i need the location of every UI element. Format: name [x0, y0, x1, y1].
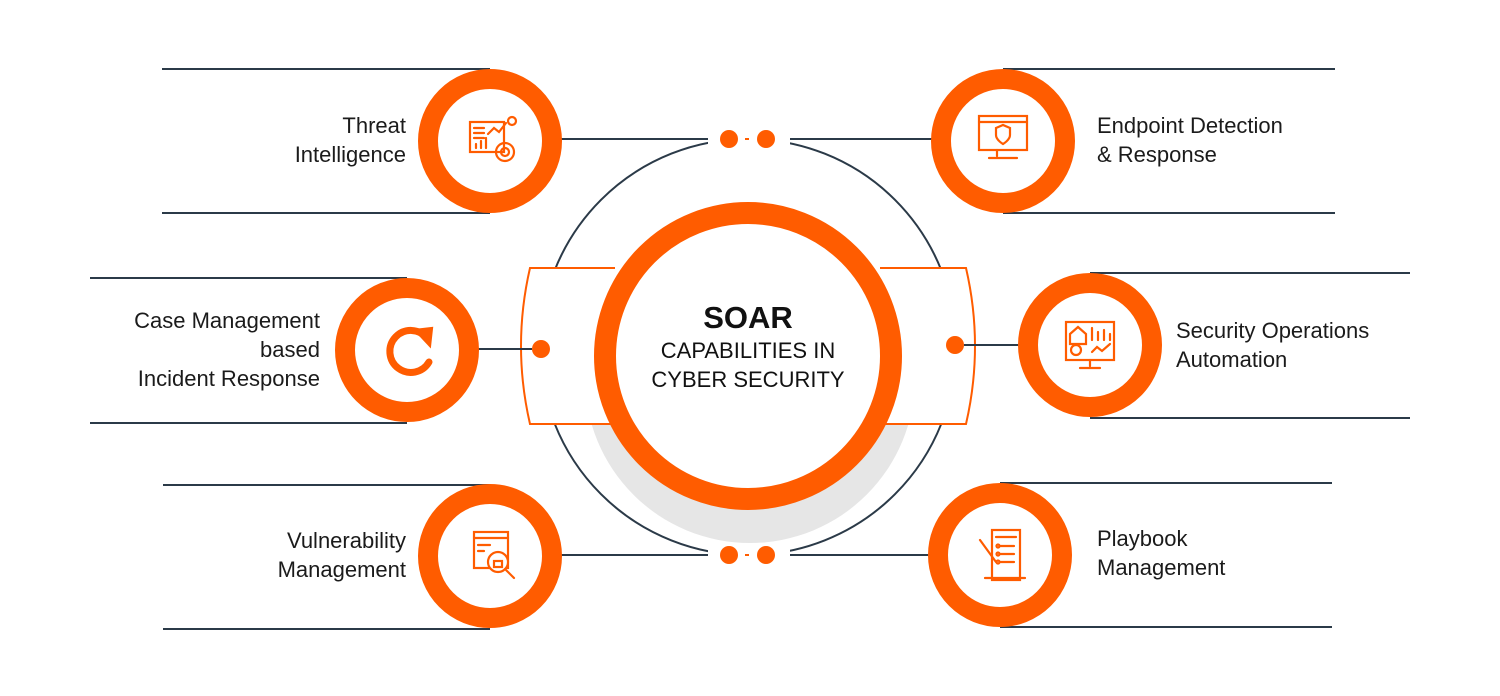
magnifier-lock-icon: [472, 530, 516, 580]
label-threat-intelligence: Threat Intelligence: [295, 111, 406, 169]
monitor-shield-icon: [977, 114, 1029, 160]
label-line: Case Management: [134, 308, 320, 333]
connector-dot: [720, 546, 738, 564]
monitor-analytics-icon: [1064, 320, 1116, 370]
label-case-management: Case Management based Incident Response: [134, 306, 320, 393]
center-ring: [594, 202, 902, 510]
label-line: Intelligence: [294, 142, 406, 167]
checklist-pencil-icon: [978, 528, 1027, 582]
label-line: Playbook: [1097, 526, 1188, 551]
node-ring-endpoint: [931, 69, 1075, 213]
label-playbook-management: Playbook Management: [1097, 524, 1225, 582]
refresh-arrow-head: [412, 326, 434, 349]
connector-dot: [946, 336, 964, 354]
label-line: Vulnerability: [286, 528, 406, 553]
label-line: Management: [277, 557, 406, 582]
center-title: SOAR: [703, 300, 793, 335]
threat-dashboard-icon: [468, 115, 518, 163]
label-security-operations: Security Operations Automation: [1176, 316, 1369, 374]
label-line: & Response: [1097, 142, 1217, 167]
label-endpoint-detection: Endpoint Detection & Response: [1097, 111, 1283, 169]
label-line: Threat: [342, 113, 406, 138]
connector-dot: [720, 130, 738, 148]
node-ring-secops: [1018, 273, 1162, 417]
label-line: Security Operations: [1176, 318, 1370, 343]
center-subtitle-line: CYBER SECURITY: [651, 367, 845, 392]
label-line: based: [260, 337, 320, 362]
label-line: Automation: [1176, 347, 1288, 372]
left-bracket: [520, 267, 615, 425]
connector-dot: [532, 340, 550, 358]
label-line: Management: [1097, 555, 1226, 580]
connector-dot: [757, 546, 775, 564]
node-ring-case: [335, 278, 479, 422]
node-ring-threat: [418, 69, 562, 213]
label-line: Endpoint Detection: [1097, 113, 1283, 138]
center-subtitle-line: CAPABILITIES IN: [660, 338, 836, 363]
center-title-block: SOAR CAPABILITIES IN CYBER SECURITY: [598, 300, 898, 394]
label-vulnerability-management: Vulnerability Management: [278, 526, 406, 584]
label-line: Incident Response: [137, 366, 320, 391]
refresh-arrow-icon: [386, 326, 433, 376]
connector-dot: [757, 130, 775, 148]
